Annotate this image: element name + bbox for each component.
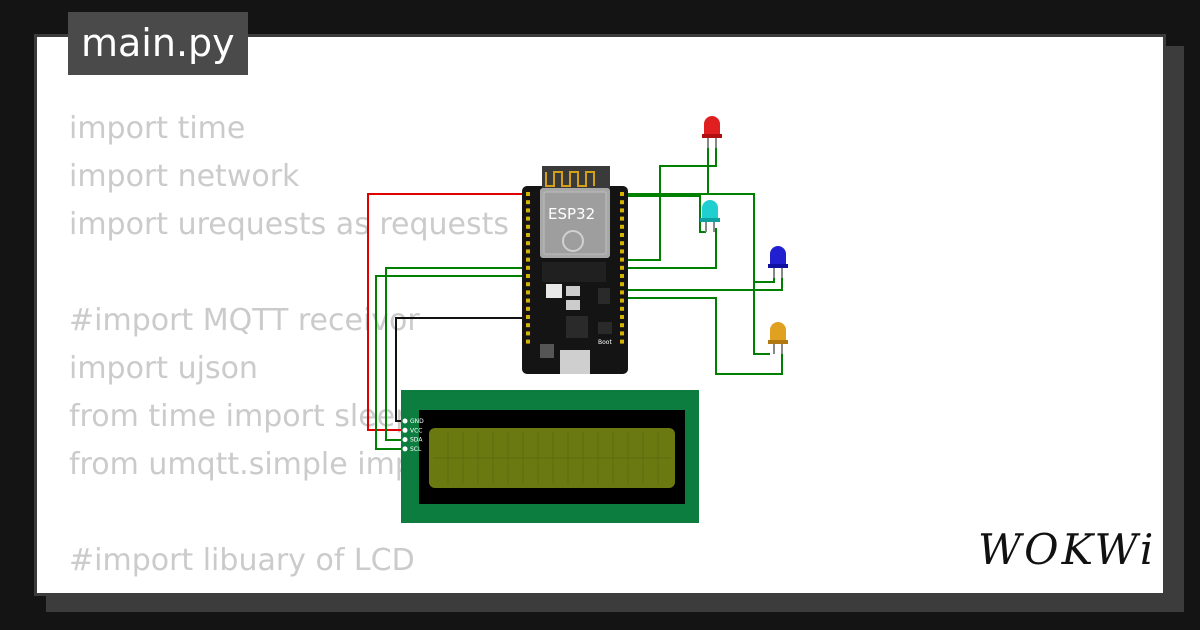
header-pin	[526, 224, 530, 229]
header-pin	[620, 290, 624, 295]
blue-led-wire	[622, 276, 783, 291]
header-pin	[620, 298, 624, 303]
blue-led-gnd-wire	[622, 193, 770, 355]
header-pin	[620, 323, 624, 328]
header-pin	[526, 241, 530, 246]
board-pins-right	[620, 192, 624, 344]
header-pin	[526, 298, 530, 303]
header-pin	[620, 224, 624, 229]
header-pin	[526, 233, 530, 237]
code-line: import time	[69, 111, 246, 146]
header-pin	[620, 216, 624, 221]
boot-button[interactable]	[598, 322, 612, 334]
lcd-pin-label: VCC	[410, 427, 422, 434]
header-pin	[526, 265, 530, 270]
header-pin	[526, 315, 530, 319]
header-pin	[526, 323, 530, 328]
header-pin	[526, 200, 530, 205]
red-led-gnd-wire	[622, 146, 709, 195]
boot-label: Boot	[598, 339, 612, 346]
header-pin	[620, 274, 624, 278]
header-pin	[620, 265, 624, 270]
header-pin	[526, 257, 530, 262]
header-pin	[620, 331, 624, 336]
header-pin	[620, 208, 624, 213]
header-pin	[526, 274, 530, 278]
header-pin	[526, 208, 530, 213]
cyan-led[interactable]	[700, 200, 720, 232]
lcd-pin-label: SCL	[410, 446, 422, 453]
header-pin	[526, 216, 530, 221]
header-pin	[620, 233, 624, 237]
header-pin	[620, 339, 624, 344]
code-line: import ujson	[69, 351, 258, 386]
header-pin	[620, 249, 624, 254]
cyan-led-gnd-wire	[622, 195, 706, 233]
usb-port	[560, 350, 590, 374]
header-pin	[620, 306, 624, 311]
code-block: import time import network import urequest…	[69, 105, 637, 593]
header-pin	[526, 306, 530, 311]
header-pin	[620, 282, 624, 287]
vcc-wire	[367, 193, 528, 431]
header-pin	[526, 192, 530, 196]
header-pin	[620, 315, 624, 319]
file-tab[interactable]: main.py	[68, 12, 248, 75]
led-common-wire	[754, 274, 775, 283]
board-label: ESP32	[548, 205, 595, 223]
scl-wire	[375, 275, 528, 450]
lcd-char-grid	[433, 432, 671, 484]
code-line: import network	[69, 159, 300, 194]
header-pin	[526, 331, 530, 336]
yellow-led-wire	[622, 297, 783, 375]
red-led-wire	[622, 146, 717, 261]
header-pin	[526, 339, 530, 344]
header-pin	[620, 200, 624, 205]
lcd-pin-gnd[interactable]	[402, 418, 408, 424]
header-pin	[620, 241, 624, 246]
header-pin	[620, 257, 624, 262]
code-line: #import libuary of LCD	[69, 543, 415, 578]
header-pin	[620, 192, 624, 196]
lcd-pin-label: GND	[410, 418, 424, 425]
header-pin	[526, 282, 530, 287]
red-led[interactable]	[702, 116, 722, 148]
esp32-board[interactable]: ESP32 Boot	[522, 166, 628, 374]
lcd-display[interactable]: GND VCC SDA SCL	[401, 390, 699, 523]
header-pin	[526, 290, 530, 295]
sda-wire	[385, 267, 528, 441]
cyan-led-wire	[622, 228, 717, 269]
lcd-pin-label: SDA	[410, 437, 423, 444]
lcd-pin-sda[interactable]	[402, 437, 408, 443]
lcd-pin-vcc[interactable]	[402, 427, 408, 433]
header-pin	[526, 249, 530, 254]
lcd-pin-scl[interactable]	[402, 446, 408, 452]
wokwi-logo: WOKWi	[978, 525, 1157, 574]
wifi-logo-icon	[562, 230, 584, 252]
yellow-led[interactable]	[768, 322, 788, 354]
lcd-pins: GND VCC SDA SCL	[402, 418, 424, 453]
code-line: import urequests as requests	[69, 207, 510, 242]
board-pins-left	[526, 192, 530, 344]
code-line: from time import sleep	[69, 399, 415, 434]
code-line: #import MQTT receivor	[69, 303, 420, 338]
blue-led[interactable]	[768, 246, 788, 278]
code-line: from machine import Pin, SoftI2C	[69, 585, 637, 593]
